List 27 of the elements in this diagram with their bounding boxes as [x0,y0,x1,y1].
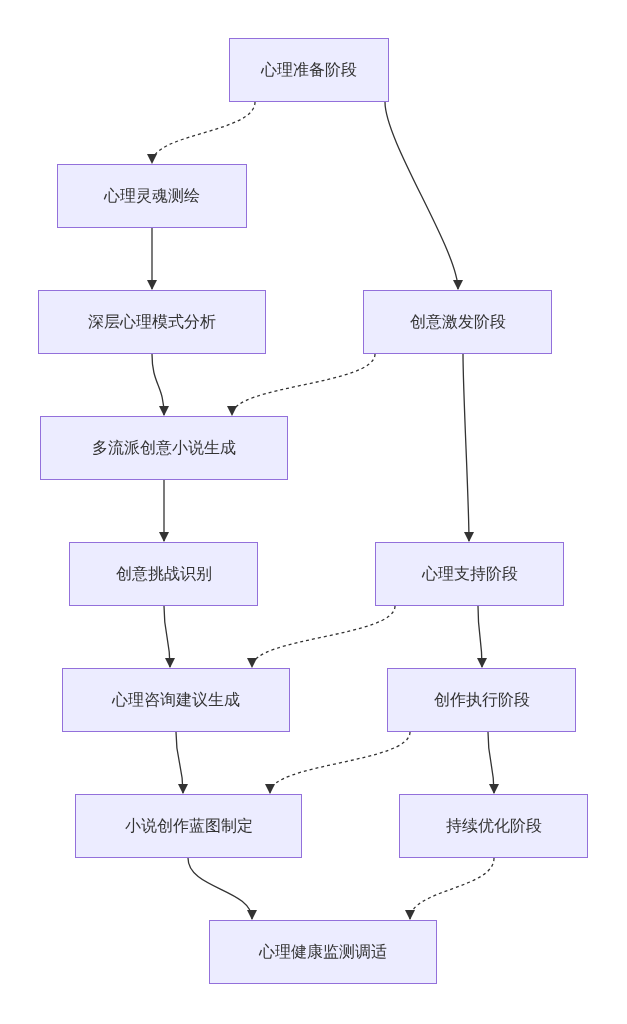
arrow [462,353,475,543]
process-box: 心理咨询建议生成 [62,668,290,732]
arrow [187,857,256,920]
dashed-arrow [250,605,396,668]
process-box: 心理准备阶段 [229,38,389,102]
arrow [151,353,169,417]
process-box: 心理健康监测调适 [209,920,437,984]
dashed-arrow [407,857,495,920]
arrow [487,731,500,795]
process-box: 创作执行阶段 [387,668,576,732]
arrow [146,227,158,291]
process-box: 创意挑战识别 [69,542,258,606]
process-box: 心理支持阶段 [375,542,564,606]
process-box: 持续优化阶段 [399,794,588,858]
process-box: 心理灵魂测绘 [57,164,247,228]
arrow [175,731,188,795]
arrow [476,605,488,669]
process-box: 深层心理模式分析 [38,290,266,354]
process-box: 创意激发阶段 [363,290,552,354]
arrow [384,101,462,291]
process-box: 多流派创意小说生成 [40,416,288,480]
dashed-arrow [149,101,256,164]
process-box: 小说创作蓝图制定 [75,794,302,858]
dashed-arrow [268,731,411,794]
dashed-arrow [230,353,376,416]
arrow [163,605,176,669]
arrow [158,479,170,543]
